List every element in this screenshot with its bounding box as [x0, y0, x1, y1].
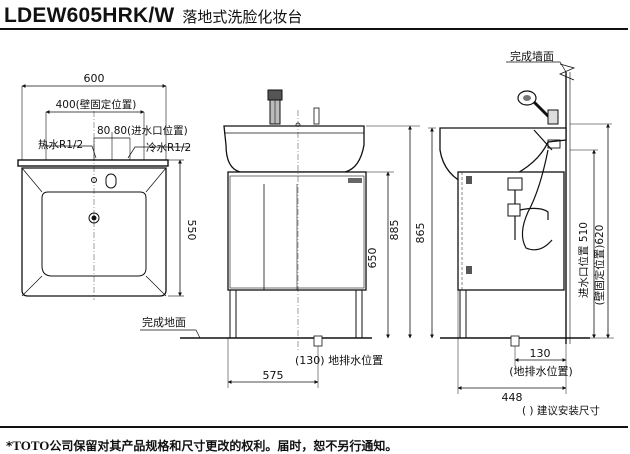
footer-text: 公司保留对其产品规格和尺寸更改的权利。届时，恕不另行通知。: [49, 439, 398, 453]
top-view: [17, 84, 190, 300]
wall-fix-400-label: 400(壁固定位置): [56, 98, 137, 111]
depth-448-label: 448: [502, 391, 523, 404]
install-note: ( ) 建议安装尺寸: [522, 404, 600, 417]
bottom-drain-label: (130) 地排水位置: [295, 353, 383, 367]
page-title: LDEW605HRK/W 落地式洗脸化妆台: [4, 3, 302, 29]
height-650-label: 650: [366, 248, 379, 269]
wall-fix-620-label: (壁固定位置)620: [593, 225, 606, 306]
length-575-label: 575: [263, 369, 284, 382]
cold-water-label: 冷水R1/2: [146, 141, 191, 154]
model-number: LDEW605HRK/W: [4, 4, 175, 27]
footer-prefix: *: [6, 439, 13, 453]
drain-130-label: 130: [530, 347, 551, 360]
width-600-label: 600: [84, 72, 105, 85]
product-name: 落地式洗脸化妆台: [182, 8, 303, 26]
floor-drain-label: (地排水位置): [509, 364, 573, 378]
height-885-label: 885: [388, 220, 401, 241]
drawing-frame: [0, 28, 628, 428]
footer-disclaimer: *TOTO公司保留对其产品规格和尺寸更改的权利。届时，恕不另行通知。: [6, 437, 397, 454]
brand-name: TOTO: [12, 438, 50, 453]
front-elevation: [140, 89, 420, 388]
height-865-label: 865: [414, 223, 427, 244]
finished-floor-label: 完成地面: [142, 315, 186, 329]
inlet-position-label: 进水口位置 510: [577, 222, 590, 298]
hot-water-label: 热水R1/2: [38, 138, 83, 151]
depth-550-label: 550: [185, 220, 198, 241]
side-view: [428, 61, 614, 394]
inlet-80-label: 80 80(进水口位置): [97, 124, 188, 137]
finished-wall-label: 完成墙面: [510, 49, 554, 63]
